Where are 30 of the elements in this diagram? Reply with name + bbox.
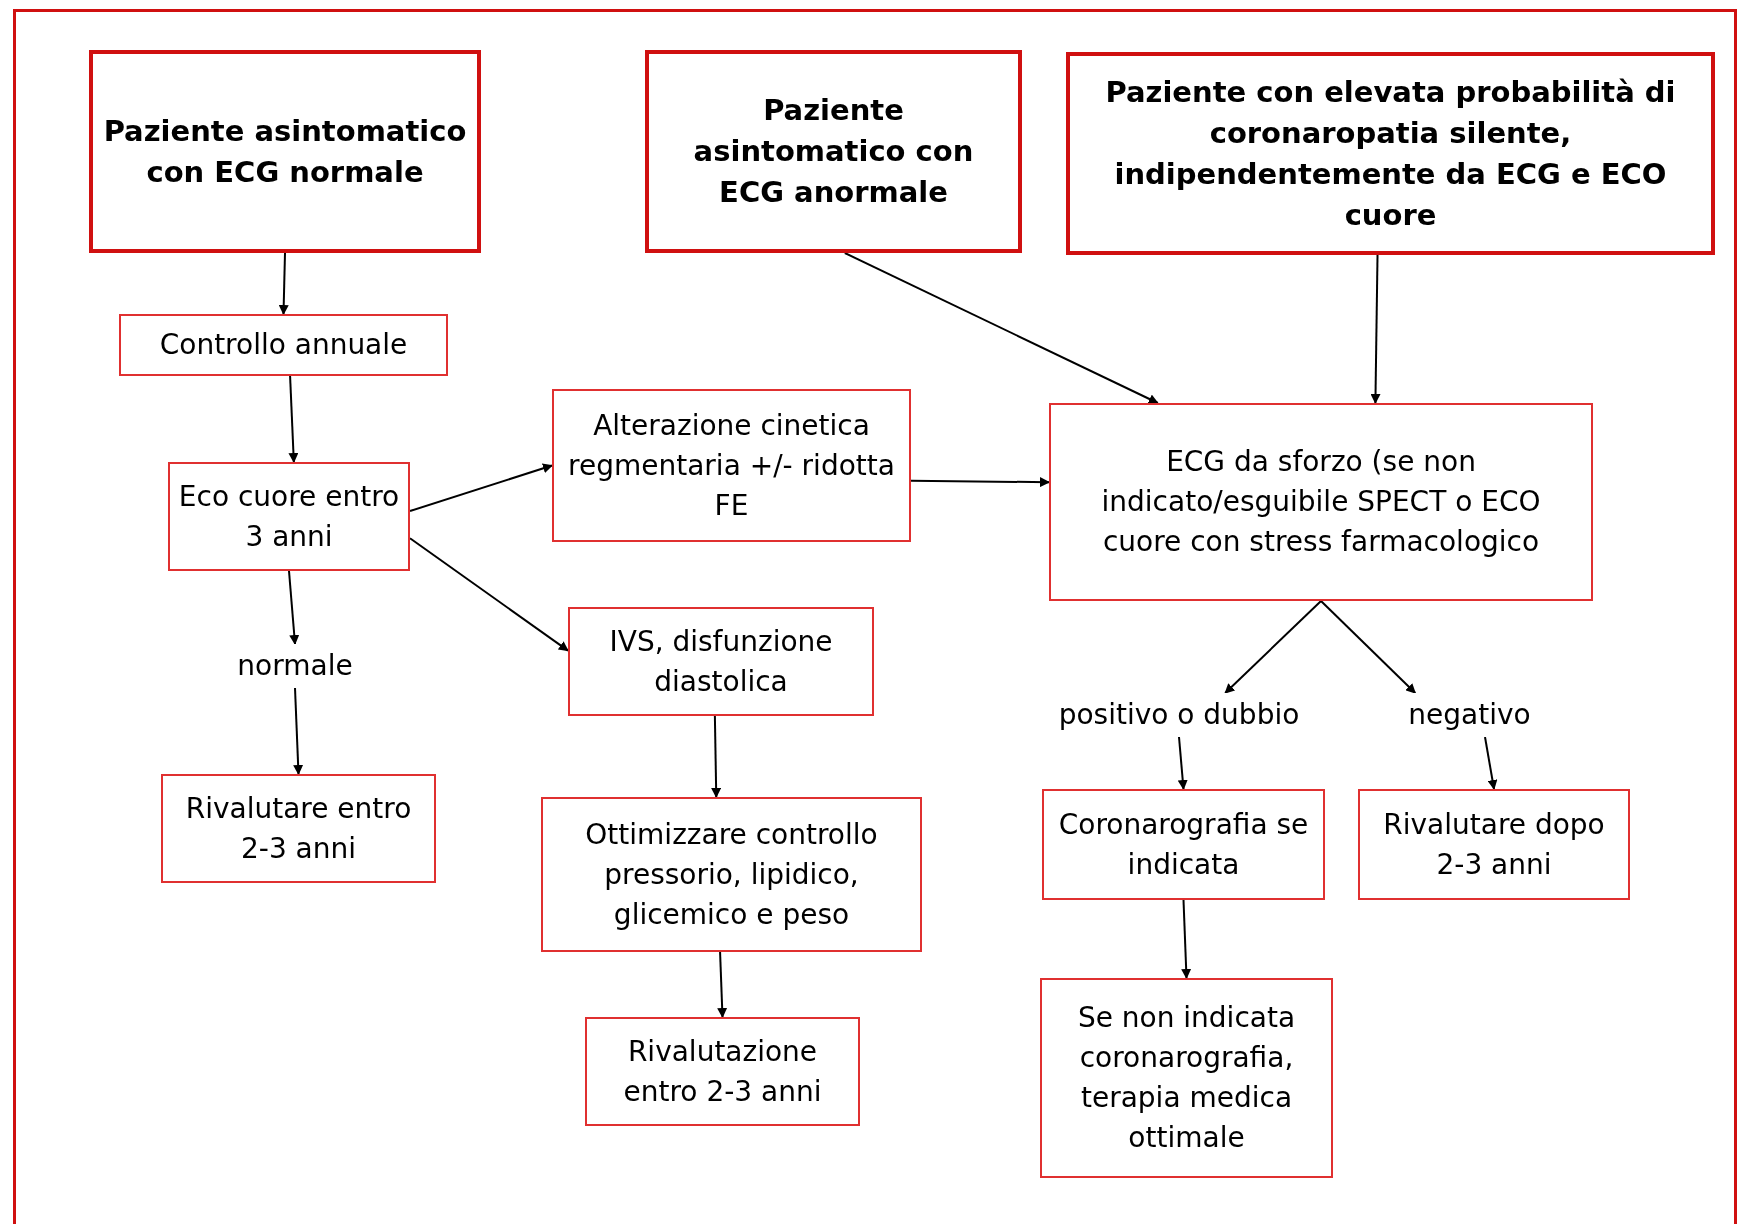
process-box: Rivalutare entro 2-3 anni: [161, 774, 436, 883]
arrow: [278, 252, 289, 315]
arrow: [1177, 736, 1188, 790]
process-box: Coronarografia se indicata: [1042, 789, 1325, 900]
arrow: [1484, 736, 1498, 790]
process-box: Rivalutare dopo 2-3 anni: [1358, 789, 1630, 900]
arrow: [293, 687, 304, 775]
process-box: Rivalutazione entro 2-3 anni: [585, 1017, 860, 1126]
arrow: [288, 375, 299, 463]
arrow: [1181, 899, 1192, 979]
arrow: [1370, 254, 1381, 404]
process-box: Controllo annuale: [119, 314, 448, 376]
arrow: [717, 951, 728, 1018]
process-box: Alterazione cinetica regmentaria +/- ridotta FE: [552, 389, 911, 542]
arrow: [1320, 600, 1417, 694]
heading-box: Paziente asintomatico con ECG normale: [89, 50, 481, 253]
process-box: Ottimizzare controllo pressorio, lipidico, glicemico e peso: [541, 797, 922, 952]
heading-box: Paziente asintomatico con ECG anormale: [645, 50, 1022, 253]
heading-box: Paziente con elevata probabilità di coronaropatia silente, indipendentemente da ECG e ECO cuore: [1066, 52, 1715, 255]
arrow: [288, 570, 300, 645]
arrow: [1224, 600, 1322, 694]
arrow: [910, 477, 1050, 488]
arrow: [409, 537, 569, 652]
arrow: [843, 252, 1159, 404]
process-box: IVS, disfunzione diastolica: [568, 607, 874, 716]
arrow: [409, 463, 553, 513]
process-box: Eco cuore entro 3 anni: [168, 462, 410, 571]
arrow: [711, 715, 722, 798]
process-box: Se non indicata coronarografia, terapia medica ottimale: [1040, 978, 1333, 1178]
process-box: ECG da sforzo (se non indicato/esguibile SPECT o ECO cuore con stress farmacologico: [1049, 403, 1593, 601]
